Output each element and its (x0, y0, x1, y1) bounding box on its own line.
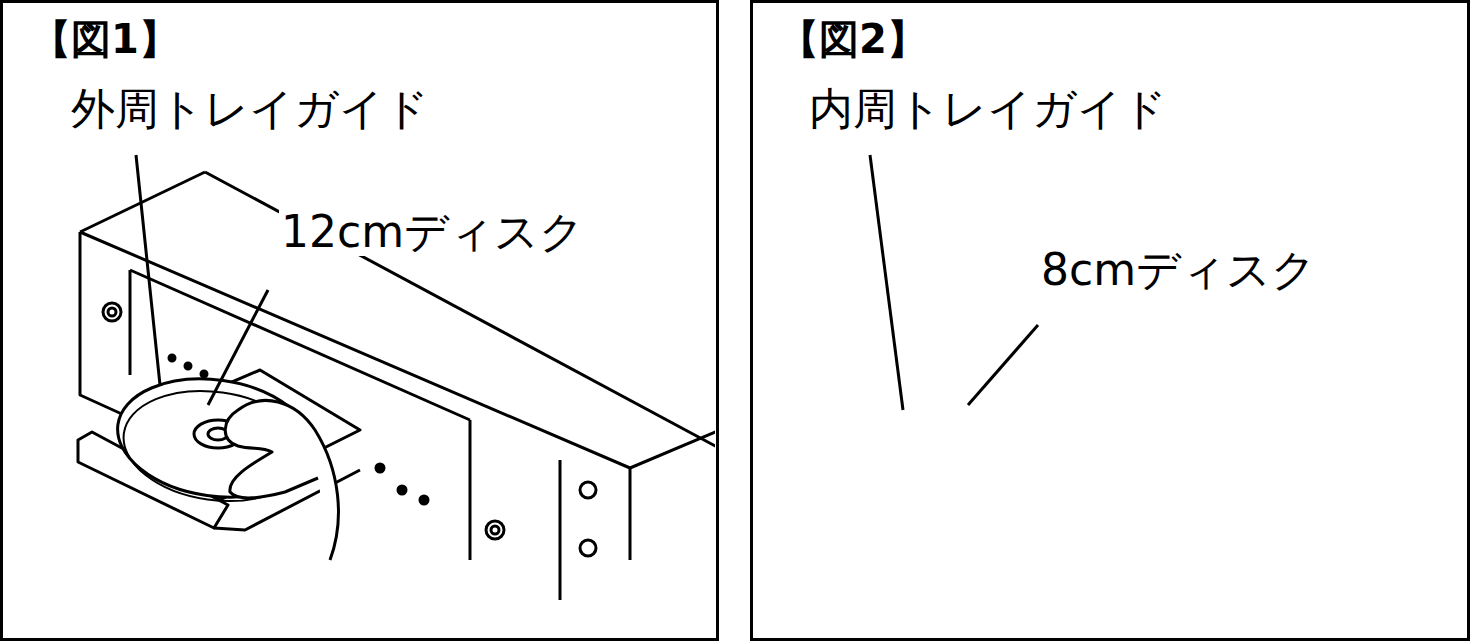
leader-line (208, 290, 268, 405)
figure-title: 【図2】 (777, 17, 929, 61)
figure-title: 【図1】 (29, 17, 181, 61)
part-label: 12cmディスク (279, 208, 586, 256)
hand (225, 400, 338, 560)
figure-panel: 【図2】内周トレイガイド 8cmディスク (750, 0, 1470, 641)
leader-line (870, 155, 903, 410)
leader-line (136, 155, 160, 385)
part-label: 外周トレイガイド (69, 85, 431, 133)
cd-player-drawing (78, 172, 715, 600)
leader-line (968, 325, 1038, 405)
part-label: 8cmディスク (1039, 246, 1318, 294)
part-label: 内周トレイガイド (807, 85, 1169, 133)
figure-panel: 【図1】外周トレイガイド 12cmディスク (0, 0, 719, 641)
